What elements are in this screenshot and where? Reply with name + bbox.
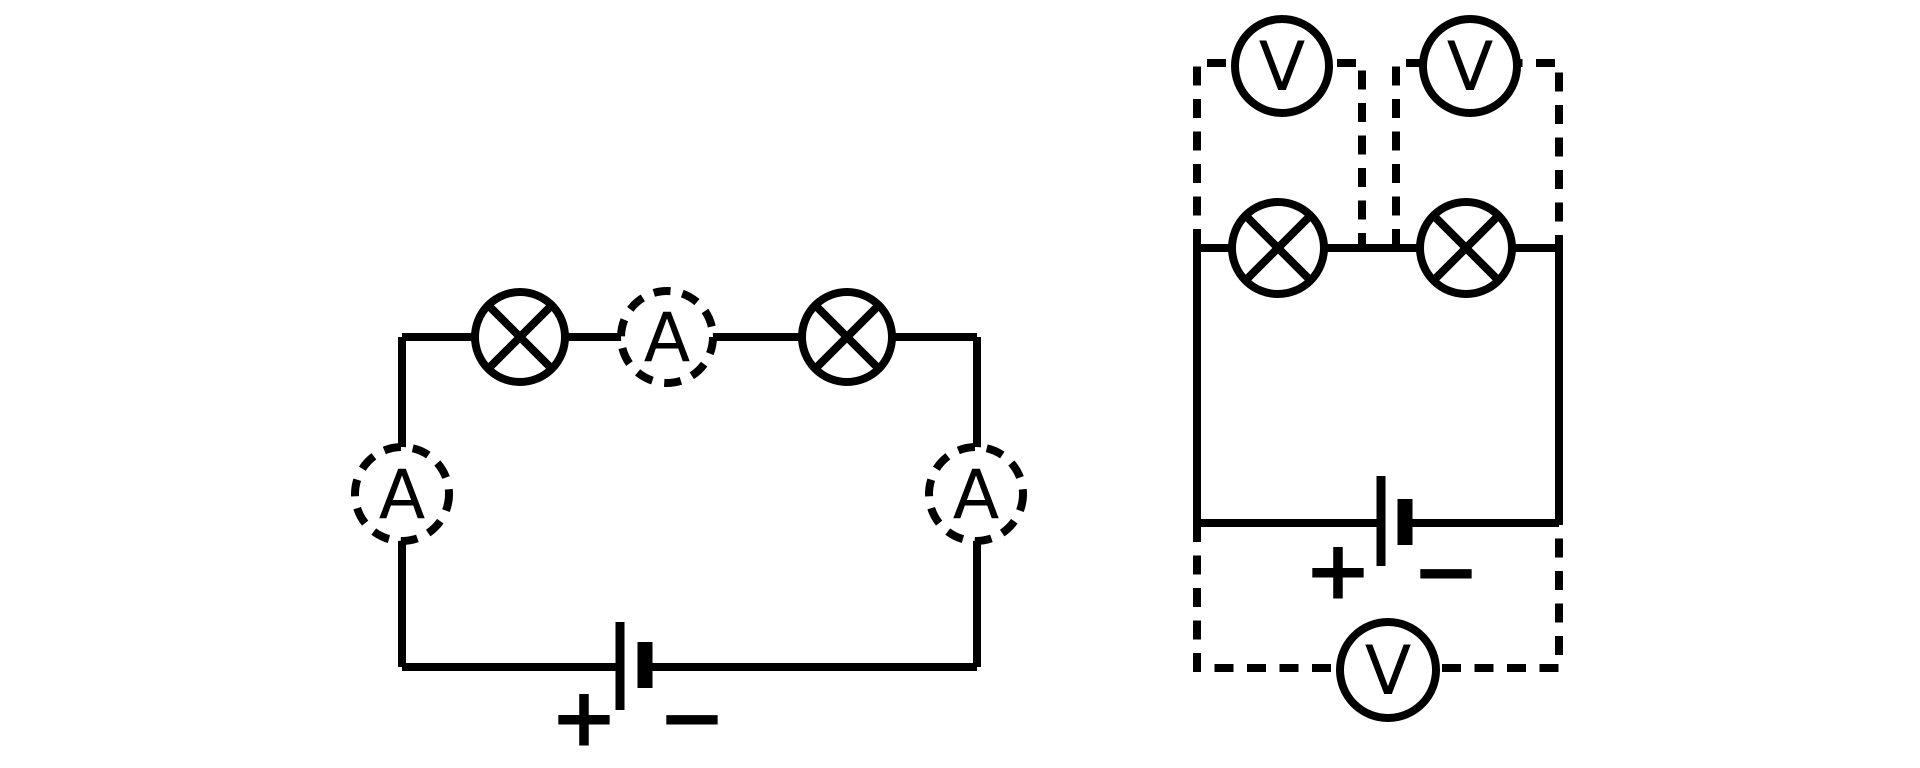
battery-positive-label: + [1304, 524, 1373, 619]
voltmeter-label: V [1365, 632, 1412, 711]
voltmeter-label: V [1447, 28, 1494, 107]
circuit-wire [398, 333, 981, 671]
lamp-icon [1416, 198, 1516, 298]
ammeter-icon: A [925, 443, 1027, 545]
voltmeter-icon: V [1419, 15, 1521, 117]
lamp-icon [471, 288, 569, 386]
series-ammeter-circuit: A A A + − [351, 287, 1027, 766]
ammeter-circle [351, 443, 453, 545]
ammeter-label: A [379, 456, 426, 535]
voltmeter-icon: V [1231, 15, 1333, 117]
battery-icon: + − [550, 622, 727, 766]
ammeter-icon: A [617, 287, 717, 387]
voltmeter-circle [1419, 15, 1521, 117]
circuit-wire [1193, 244, 1563, 527]
ammeter-label: A [644, 299, 691, 378]
lamp-icon [798, 288, 896, 386]
voltmeter-icon: V [1336, 618, 1440, 722]
battery-negative-label: − [1412, 525, 1481, 620]
lamp-icon [1228, 198, 1328, 298]
ammeter-circle [925, 443, 1027, 545]
lamp-cross-line [1430, 212, 1502, 284]
ammeter-label: A [953, 456, 1000, 535]
voltmeter-circle [1336, 618, 1440, 722]
ammeter-circle [617, 287, 717, 387]
lamp-cross-line [485, 302, 555, 372]
lamp-cross-line [1242, 212, 1314, 284]
voltmeter-label: V [1259, 28, 1306, 107]
lamp-cross-line [812, 302, 882, 372]
battery-positive-label: + [550, 671, 619, 766]
voltmeter-circle [1231, 15, 1333, 117]
voltmeter-circuit: V V V + − [1193, 15, 1563, 722]
battery-negative-label: − [658, 671, 727, 766]
battery-icon: + − [1304, 476, 1481, 620]
ammeter-icon: A [351, 443, 453, 545]
